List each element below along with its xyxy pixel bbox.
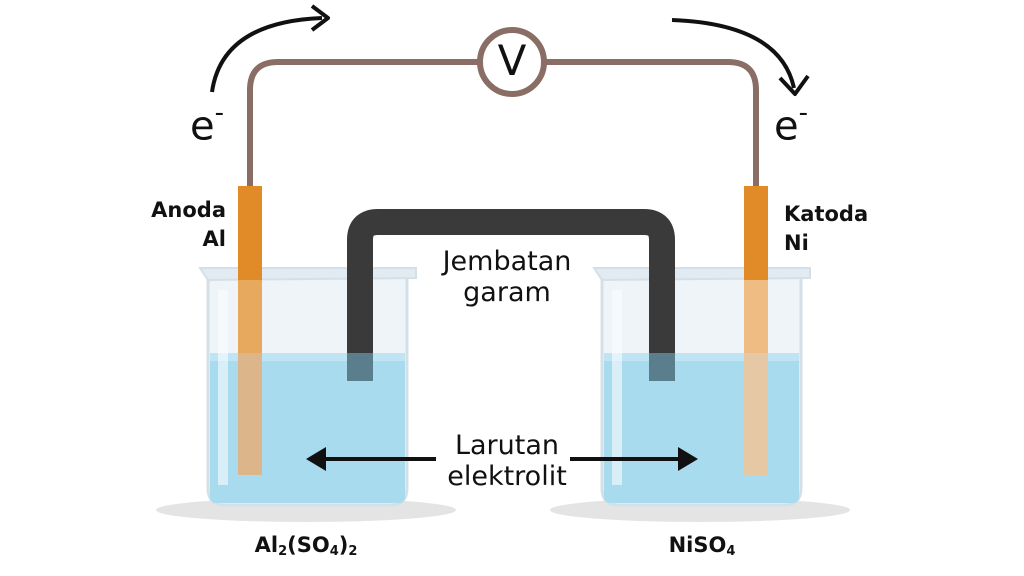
- external-wire: [247, 59, 759, 190]
- salt-bridge-label: Jembatan garam: [412, 246, 602, 308]
- salt-bridge: [347, 209, 675, 380]
- right-solution-fill: [604, 353, 799, 503]
- electrolyte-label-line1: Larutan: [454, 430, 560, 461]
- left-beaker: [198, 267, 417, 507]
- voltmeter-symbol: V: [497, 36, 527, 85]
- salt-bridge-end-left: [347, 353, 373, 381]
- electron-flow-arrow-left: [210, 16, 323, 93]
- anode-label-line2: Al: [202, 227, 226, 251]
- cathode-label-line1: Katoda: [784, 202, 869, 226]
- electrolyte-arrowhead-left: [306, 447, 326, 471]
- anode-electrode: [238, 186, 262, 475]
- salt-bridge-label-line2: garam: [463, 277, 551, 308]
- anode-label-line1: Anoda: [151, 198, 226, 222]
- electron-flow-arrow-right: [671, 18, 796, 89]
- electrolyte-arrowhead-right: [678, 447, 698, 471]
- salt-bridge-label-line1: Jembatan: [442, 246, 572, 277]
- electrolyte-label: Larutan elektrolit: [412, 430, 602, 492]
- right-solution-formula: NiSO4: [668, 533, 736, 559]
- right-beaker: [592, 267, 811, 507]
- cathode-label: Katoda Ni: [784, 200, 868, 258]
- left-solution-formula: Al2(SO4)2: [254, 533, 358, 559]
- salt-bridge-end-right: [649, 353, 675, 381]
- electrolyte-label-line2: elektrolit: [447, 461, 567, 492]
- voltmeter: [477, 27, 547, 97]
- electron-flow-arrowhead-left: [310, 4, 330, 32]
- cathode-label-line2: Ni: [784, 231, 809, 255]
- electron-label-right: e-: [774, 98, 808, 150]
- electron-flow-arrowhead-right: [778, 74, 810, 96]
- anode-label: Anoda Al: [128, 196, 226, 254]
- cathode-electrode: [744, 186, 768, 475]
- electron-label-left: e-: [190, 98, 224, 150]
